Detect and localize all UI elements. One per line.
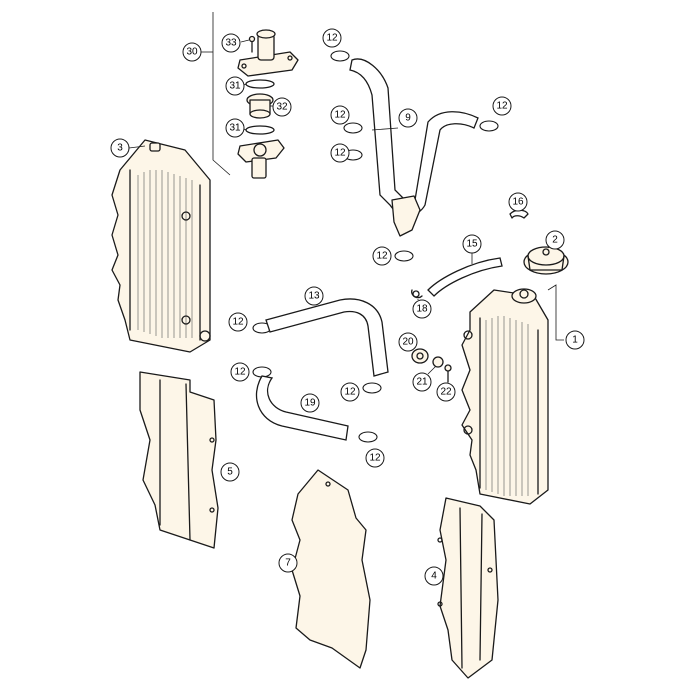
thermostat-cover-part xyxy=(237,29,299,77)
callout-33: 33 xyxy=(221,33,250,53)
callout-label: 12 xyxy=(234,367,246,378)
callout-9: 9 xyxy=(398,108,418,128)
callout-12-e: 12 xyxy=(372,246,392,266)
callout-label: 33 xyxy=(225,38,237,49)
callout-label: 2 xyxy=(552,235,558,246)
right-radiator-part xyxy=(461,288,549,505)
callout-22: 22 xyxy=(436,382,456,402)
callout-20: 20 xyxy=(398,332,418,352)
callout-label: 12 xyxy=(496,101,508,112)
right-radiator-fins xyxy=(485,316,529,496)
center-radiator-guard-part xyxy=(291,469,371,669)
right-radiator-guard-part xyxy=(437,497,499,679)
callout-label: 31 xyxy=(229,123,241,134)
callout-12-a: 12 xyxy=(322,28,342,48)
drain-bolt-part xyxy=(444,364,452,383)
callout-16: 16 xyxy=(508,192,528,212)
callout-label: 12 xyxy=(326,33,338,44)
callout-2: 2 xyxy=(545,230,565,250)
left-radiator-part xyxy=(111,139,211,353)
callout-label: 32 xyxy=(276,102,288,113)
callout-18: 18 xyxy=(412,299,432,319)
drain-bolt-washer-part xyxy=(432,356,444,368)
washer-part xyxy=(411,348,429,364)
callout-7: 7 xyxy=(278,553,298,573)
overflow-hose-part xyxy=(412,257,503,298)
callout-label: 1 xyxy=(572,335,578,346)
callout-label: 4 xyxy=(431,571,437,582)
callout-label: 7 xyxy=(285,558,291,569)
callout-label: 12 xyxy=(334,148,346,159)
callout-label: 19 xyxy=(304,398,316,409)
callout-label: 18 xyxy=(416,304,428,315)
callout-label: 15 xyxy=(466,239,478,250)
callout-label: 12 xyxy=(369,453,381,464)
callout-12-c: 12 xyxy=(330,143,350,163)
callout-32: 32 xyxy=(270,97,292,117)
callout-19: 19 xyxy=(300,393,320,413)
callout-label: 5 xyxy=(227,467,233,478)
callout-31-upper: 31 xyxy=(225,76,247,96)
callout-label: 12 xyxy=(334,110,346,121)
callout-label: 30 xyxy=(186,47,198,58)
callout-label: 12 xyxy=(344,387,356,398)
callout-12-i: 12 xyxy=(365,448,385,468)
thermostat-housing-part xyxy=(237,139,285,179)
left-radiator-fins xyxy=(137,170,193,338)
callout-label: 20 xyxy=(402,337,414,348)
callout-label: 9 xyxy=(405,113,411,124)
callout-13: 13 xyxy=(304,286,324,306)
callout-3: 3 xyxy=(110,138,146,158)
hose-nipple-part xyxy=(411,289,423,299)
callout-5: 5 xyxy=(220,462,240,482)
callout-label: 12 xyxy=(376,251,388,262)
callout-12-f: 12 xyxy=(228,312,248,332)
callout-12-d: 12 xyxy=(492,96,512,116)
middle-hose-part xyxy=(265,298,389,377)
callout-12-b: 12 xyxy=(330,105,350,125)
callout-1: 1 xyxy=(565,330,585,350)
left-radiator-guard-part xyxy=(139,371,219,549)
callout-30: 30 xyxy=(182,42,202,62)
screw-part xyxy=(248,35,256,53)
callout-4: 4 xyxy=(424,566,444,586)
callout-label: 16 xyxy=(512,197,524,208)
callout-21: 21 xyxy=(412,365,437,392)
callout-label: 13 xyxy=(308,291,320,302)
callout-label: 22 xyxy=(440,387,452,398)
callout-label: 12 xyxy=(232,317,244,328)
radiator-cap-part xyxy=(523,246,569,275)
callout-12-g: 12 xyxy=(230,362,250,382)
thermostat-bracket xyxy=(200,12,231,176)
lower-hose-part xyxy=(255,375,349,441)
o-ring-lower-part xyxy=(245,125,275,135)
callout-label: 3 xyxy=(117,143,123,154)
callout-label: 21 xyxy=(416,377,428,388)
callout-12-h: 12 xyxy=(340,382,360,402)
callout-31-lower: 31 xyxy=(225,118,247,138)
callout-15: 15 xyxy=(462,234,482,264)
o-ring-upper-part xyxy=(245,79,275,89)
upper-hose-part xyxy=(349,58,479,237)
thermostat-element-part xyxy=(246,93,274,119)
callout-label: 31 xyxy=(229,81,241,92)
